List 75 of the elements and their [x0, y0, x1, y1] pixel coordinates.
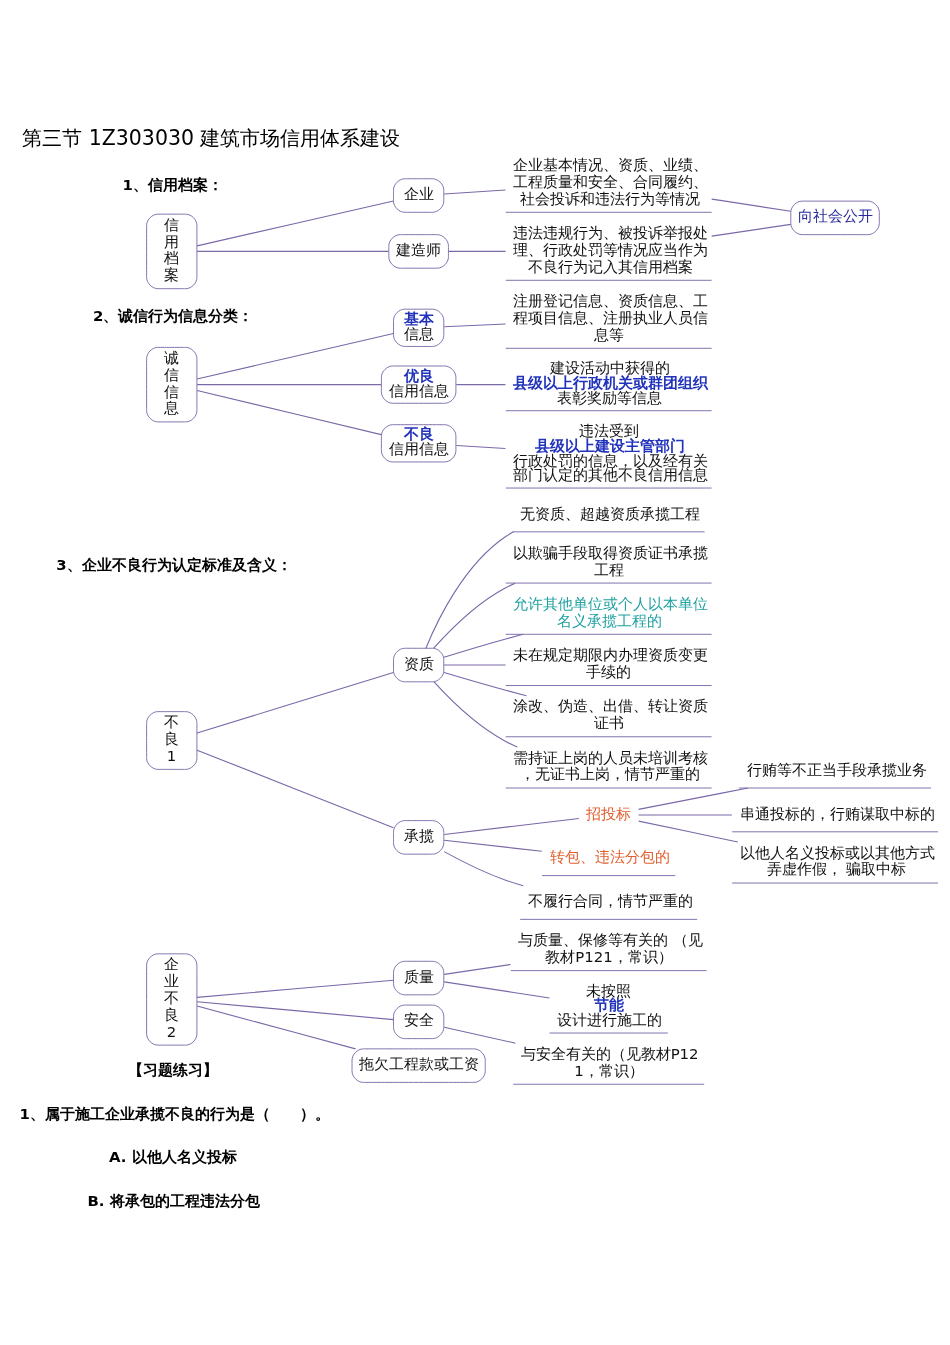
connector: [711, 223, 792, 237]
node-text: 无资质、超越资质承揽工程: [520, 504, 701, 523]
connector: [196, 332, 394, 380]
node-box: 企业不良2: [146, 953, 198, 1046]
connector: [637, 814, 733, 816]
connector: [443, 1026, 516, 1044]
connector: [196, 1005, 357, 1050]
connector: [196, 200, 394, 247]
connector: [455, 444, 506, 449]
node-text: 建设活动中获得的县级以上行政机关或群团组织表彰奖励等信息: [513, 359, 709, 408]
connector: [711, 198, 792, 212]
connector: [638, 820, 739, 843]
connector: [443, 981, 551, 999]
connector: [196, 389, 382, 436]
node-box: 质量: [393, 960, 445, 996]
connector: [425, 531, 514, 649]
label: 2、诚信行为信息分类：: [93, 307, 254, 326]
connector: [196, 1001, 394, 1021]
connector: [443, 323, 507, 328]
node-box: 不良1: [146, 711, 198, 770]
node-text: 涂改、伪造、出借、转让资质证书: [513, 697, 709, 733]
connector: [443, 671, 527, 697]
label: 1、属于施工企业承揽不良的行为是（ ）。: [19, 1104, 330, 1123]
diagram-title: 第三节 1Z303030 建筑市场信用体系建设: [22, 125, 401, 150]
node-text: 注册登记信息、资质信息、工程项目信息、注册执业人员信息等: [513, 292, 709, 344]
node-box: 诚信信息: [146, 346, 198, 423]
node-box: 承揽: [393, 820, 445, 855]
node-box: 优良信用信息: [380, 365, 457, 404]
connector: [637, 787, 749, 810]
connector: [433, 582, 516, 649]
node-box: 资质: [393, 647, 445, 683]
node-text: 以他人名义投标或以其他方式弄虚作假， 骗取中标: [739, 843, 935, 879]
node-box: 企业: [393, 178, 445, 213]
node-text: 招投标: [586, 804, 632, 823]
node-text: 违法受到县级以上建设主管部门行政处罚的信息，以及经有关部门认定的其他不良信用信息: [513, 421, 709, 485]
label: 3、企业不良行为认定标准及含义：: [56, 555, 292, 574]
node-text: 串通投标的，行贿谋取中标的: [739, 804, 935, 823]
node-text: 与安全有关的（见教材P121，常识）: [520, 1044, 699, 1080]
node-box: 拖欠工程款或工资: [351, 1048, 486, 1083]
node-box: 安全: [393, 1004, 445, 1040]
connector: [196, 671, 394, 734]
node-text: 需持证上岗的人员未培训考核，无证书上岗，情节严重的: [513, 748, 709, 784]
node-text: 转包、违法分包的: [549, 848, 670, 867]
connector: [443, 817, 580, 836]
node-text: 企业基本情况、资质、业绩、工程质量和安全、合同履约、社会投诉和违法行为等情况: [513, 156, 709, 208]
node-text: 不履行合同，情节严重的: [527, 892, 693, 911]
node-text: 未在规定期限内办理资质变更手续的: [513, 646, 709, 681]
node-text: 行贿等不正当手段承揽业务: [746, 760, 927, 779]
connector: [196, 250, 390, 252]
connector: [196, 979, 394, 998]
connector: [455, 384, 506, 386]
node-text: 与质量、保修等有关的 （见教材P121，常识）: [518, 931, 704, 967]
label: 【习题练习】: [127, 1060, 218, 1079]
node-text: 未按照节能设计进行施工的: [556, 981, 662, 1030]
node-text: 违法违规行为、被投诉举报处理、行政处罚等情况应当作为不良行为记入其信用档案: [513, 224, 709, 276]
connector: [443, 189, 507, 195]
connector: [433, 681, 518, 748]
connector: [443, 633, 524, 658]
connector: [443, 664, 507, 666]
node-text: 以欺骗手段取得资质证书承揽工程: [513, 543, 709, 579]
connector: [196, 749, 394, 829]
node-text: 允许其他单位或个人以本单位名义承揽工程的: [513, 594, 709, 630]
node-box: 向社会公开: [790, 200, 880, 236]
label: B. 将承包的工程违法分包: [87, 1192, 260, 1211]
node-box: 基本信息: [393, 308, 445, 347]
connector: [448, 250, 507, 252]
connector: [196, 384, 382, 386]
connector: [443, 851, 524, 887]
node-box: 不良信用信息: [380, 424, 457, 463]
connector: [443, 839, 543, 852]
connector: [443, 963, 512, 975]
label: A. 以他人名义投标: [108, 1148, 237, 1167]
node-box: 建造师: [388, 234, 449, 269]
node-box: 信用档案: [146, 213, 198, 290]
label: 1、信用档案：: [122, 175, 223, 194]
